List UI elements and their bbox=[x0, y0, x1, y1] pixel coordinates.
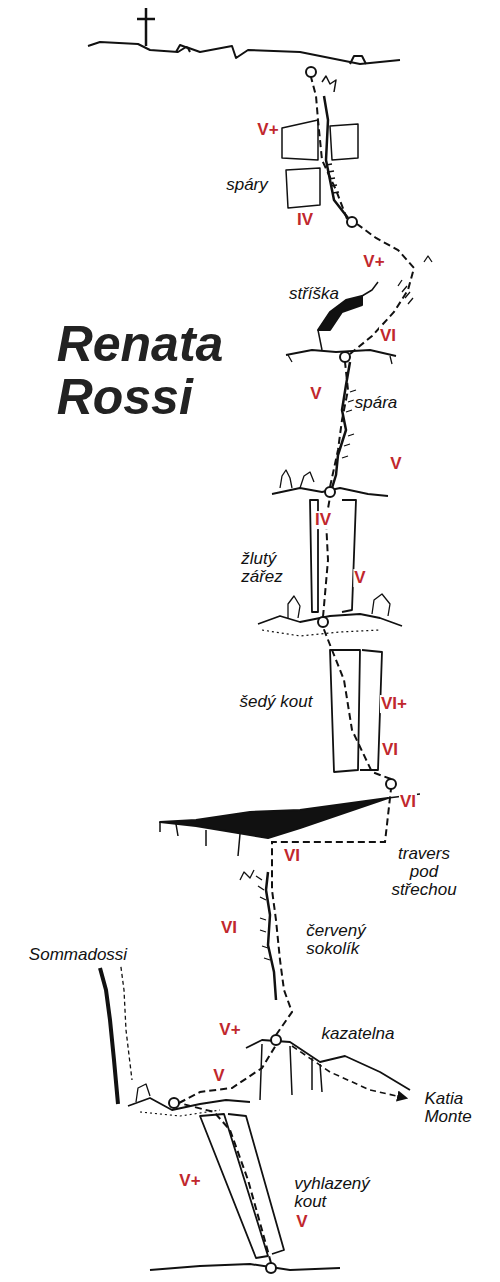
route-title: Renata Rossi bbox=[56, 318, 225, 423]
pitch-name: vyhlazený kout bbox=[293, 1175, 371, 1211]
belay-circle bbox=[169, 1098, 179, 1108]
grade-label: V bbox=[295, 1213, 308, 1231]
crack bbox=[266, 872, 276, 1000]
big-roof bbox=[160, 798, 388, 838]
ledge-debris bbox=[262, 630, 380, 636]
belay-circle bbox=[347, 217, 357, 227]
bush bbox=[280, 470, 314, 488]
crack-hatch bbox=[256, 876, 270, 960]
corner-wall bbox=[228, 1114, 284, 1254]
grade-label: V+ bbox=[178, 1172, 201, 1190]
belay-circle bbox=[325, 487, 335, 497]
corner-wall bbox=[360, 650, 382, 770]
rock-block bbox=[286, 168, 320, 208]
rock-edge bbox=[424, 256, 432, 262]
pitch-name: šedý kout bbox=[239, 693, 314, 711]
pitch-name: kazatelna bbox=[321, 1025, 396, 1043]
neighbour-route-wall bbox=[100, 968, 118, 1104]
grade-label: VI bbox=[399, 793, 417, 811]
summit-rock bbox=[350, 56, 366, 64]
belay-circle bbox=[318, 617, 328, 627]
belay-circle bbox=[386, 779, 396, 789]
grade-label: V bbox=[212, 1067, 225, 1085]
grade-label: V+ bbox=[362, 253, 385, 271]
corner-wall bbox=[200, 1114, 268, 1258]
bush bbox=[322, 76, 336, 92]
bush bbox=[288, 596, 300, 618]
grade-label: V+ bbox=[218, 1021, 241, 1039]
pitch-name: spára bbox=[354, 394, 399, 412]
pitch-name: žlutý zářez bbox=[240, 550, 284, 586]
pitch-name: spáry bbox=[225, 176, 269, 194]
belay-circle bbox=[340, 352, 350, 362]
pillar-top bbox=[246, 1040, 410, 1090]
grade-label: V bbox=[353, 569, 366, 587]
grade-label: VI bbox=[220, 919, 238, 937]
belay-stations bbox=[169, 67, 396, 1273]
crack bbox=[332, 362, 350, 488]
ground bbox=[150, 1264, 340, 1270]
belay-circle bbox=[271, 1035, 281, 1045]
branch-route-line bbox=[292, 1046, 406, 1098]
grade-label: V bbox=[389, 455, 402, 473]
neighbour-route-line bbox=[120, 960, 132, 1080]
rock-features bbox=[88, 8, 432, 1270]
crack bbox=[324, 96, 348, 218]
route-line bbox=[179, 77, 414, 1263]
rock-block bbox=[330, 124, 358, 160]
grade-label: VI bbox=[379, 327, 397, 345]
bush bbox=[372, 594, 390, 616]
bush bbox=[136, 1084, 150, 1102]
corner-wall bbox=[330, 650, 360, 772]
belay-circle bbox=[266, 1263, 276, 1273]
grade-label: IV bbox=[314, 511, 332, 529]
grade-label: VI bbox=[381, 741, 399, 759]
ledge bbox=[258, 614, 402, 626]
rock-edge bbox=[240, 870, 254, 880]
groove-wall bbox=[342, 500, 356, 612]
pillar-edge bbox=[260, 1044, 322, 1100]
pitch-name: Sommadossi bbox=[28, 946, 128, 964]
grade-label: IV bbox=[296, 211, 314, 229]
crack-hatch bbox=[326, 164, 339, 193]
grade-label: VI+ bbox=[380, 695, 408, 713]
pitch-name: travers pod střechou bbox=[390, 845, 457, 899]
belay-circle bbox=[306, 67, 316, 77]
pitch-name: stříška bbox=[288, 285, 340, 303]
pitch-name: Katia Monte bbox=[423, 1090, 472, 1126]
pitch-name: červený sokolík bbox=[305, 922, 367, 958]
grade-label: V+ bbox=[256, 121, 279, 139]
summit-cross bbox=[137, 8, 155, 46]
grade-label: VI bbox=[283, 847, 301, 865]
ledge bbox=[272, 488, 388, 496]
summit-ridge bbox=[88, 42, 400, 64]
summit-rock bbox=[176, 45, 190, 52]
grade-label: V bbox=[309, 385, 322, 403]
rock-block bbox=[282, 120, 318, 160]
ledge bbox=[128, 1098, 250, 1110]
